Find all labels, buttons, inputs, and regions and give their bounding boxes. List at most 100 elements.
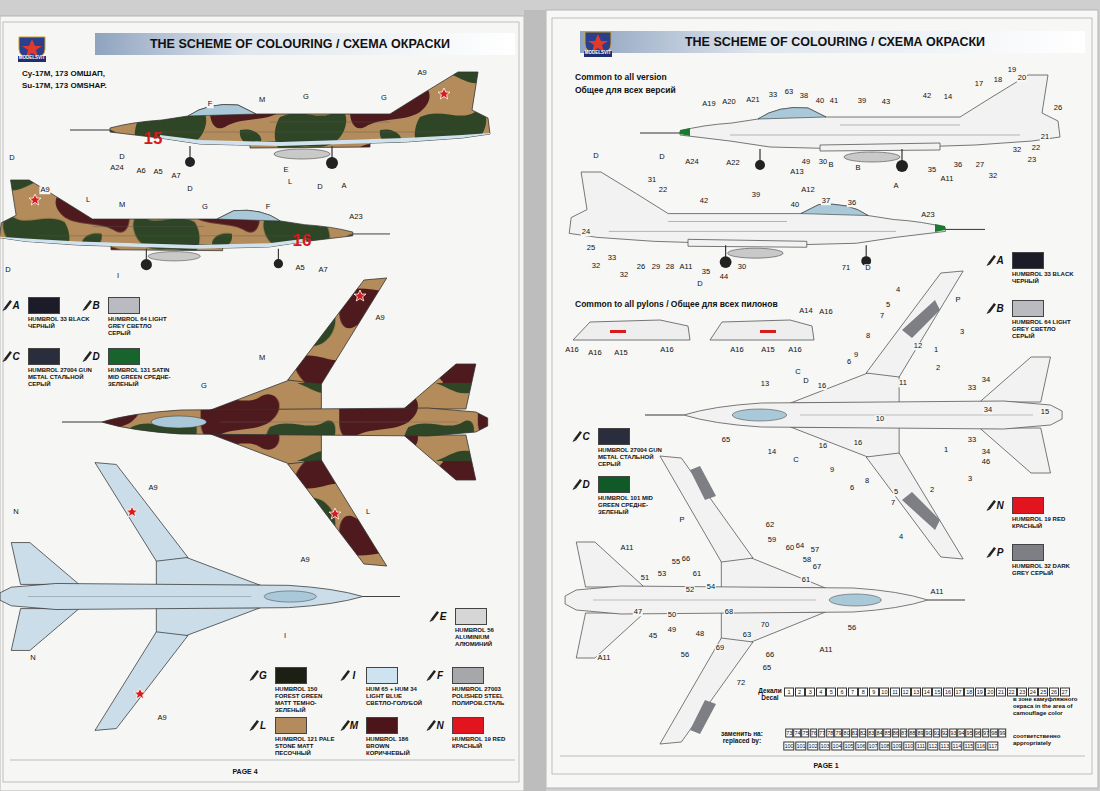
drawing-shape <box>645 409 1033 421</box>
callout-label: 13 <box>760 380 770 388</box>
callout-label: 36 <box>847 199 857 207</box>
drawing-shape <box>987 500 997 511</box>
callout-label: F <box>265 203 272 211</box>
callout-label: 31 <box>647 176 657 184</box>
drawing-shape <box>83 300 93 311</box>
paint-legend-entry: HUMBROL 33 BLACK ЧЕРНЫЙ <box>28 297 92 330</box>
paint-name: HUMBROL 19 RED КРАСНЫЙ <box>1012 516 1076 530</box>
callout-label: D <box>186 185 193 193</box>
decal-number: 84 <box>875 729 883 738</box>
paint-legend-entry: HUMBROL 56 ALUMINIUM АЛЮМИНИЙ <box>455 608 519 648</box>
drawing-shape <box>680 75 1060 151</box>
drawing-shape <box>427 670 437 681</box>
paint-name: HUM 65 + HUM 34 LIGHT BLUE СВЕТЛО-ГОЛУБО… <box>366 686 430 707</box>
callout-label: 36 <box>953 161 963 169</box>
section-caption: Common to all version <box>575 73 667 82</box>
decal-number: 5 <box>826 688 836 697</box>
paint-legend-entry: HUMBROL 33 BLACK ЧЕРНЫЙ <box>1012 252 1076 285</box>
paint-swatch <box>1012 252 1044 269</box>
decal-number: 81 <box>851 729 859 738</box>
paint-swatch <box>598 428 630 445</box>
callout-label: A7 <box>317 266 328 274</box>
drawing-shape <box>95 33 515 55</box>
drawing-shape <box>0 16 524 791</box>
callout-label: A14 <box>798 307 813 315</box>
decal-number: 87 <box>900 729 908 738</box>
page-title: THE SCHEME OF COLOURING / СХЕМА ОКРАСКИ <box>685 36 985 49</box>
drawing-shape <box>341 720 351 731</box>
callout-label: 34 <box>981 376 991 384</box>
decal-number: 88 <box>908 729 916 738</box>
callout-label: 15 <box>1040 408 1050 416</box>
callout-label: 45 <box>648 632 658 640</box>
paint-name: HUMBROL 186 BROWN КОРИЧНЕВЫЙ <box>366 736 430 757</box>
callout-label: L <box>85 196 91 204</box>
decal-number: 19 <box>975 688 985 697</box>
decal-number: 20 <box>985 688 995 697</box>
callout-label: I <box>116 272 120 280</box>
callout-label: D <box>8 154 15 162</box>
drawing-shape <box>610 330 626 333</box>
paint-letter: G <box>259 671 267 681</box>
callout-label: 33 <box>768 91 778 99</box>
paint-swatch <box>452 717 484 734</box>
decal-number: 99 <box>998 729 1006 738</box>
callout-label: 61 <box>801 576 811 584</box>
decal-number: 78 <box>826 729 834 738</box>
drawing-shape <box>573 479 583 490</box>
callout-label: 33 <box>967 384 977 392</box>
decal-number: 111 <box>915 742 926 751</box>
callout-label: 19 <box>1007 66 1017 74</box>
decal-note: в зоне камуфляжного окраса in the area o… <box>1013 696 1087 717</box>
callout-label: N <box>12 508 19 516</box>
decal-number: 9 <box>869 688 879 697</box>
callout-label: 2 <box>929 486 935 494</box>
callout-label: 40 <box>815 97 825 105</box>
callout-label: D <box>592 152 599 160</box>
paint-legend-entry: HUM 65 + HUM 34 LIGHT BLUE СВЕТЛО-ГОЛУБО… <box>366 667 430 707</box>
decal-number: 104 <box>831 742 842 751</box>
callout-label: A <box>340 182 347 190</box>
drawing-shape <box>354 290 366 301</box>
decal-number: 23 <box>1017 688 1027 697</box>
callout-label: 64 <box>795 542 805 550</box>
drawing-shape <box>70 104 450 169</box>
callout-label: 1 <box>943 446 949 454</box>
drawing-shape <box>987 547 997 558</box>
callout-label: A13 <box>789 168 804 176</box>
drawing-shape <box>83 351 93 362</box>
paint-legend-entry: HUMBROL 27003 POLISHED STEEL ПОЛИРОВ.СТА… <box>452 667 516 707</box>
callout-label: A20 <box>721 98 736 106</box>
callout-label: G <box>200 382 208 390</box>
drawing-shape <box>3 351 13 362</box>
page-number: PAGE 4 <box>232 768 257 775</box>
drawing-shape <box>427 720 437 731</box>
paint-letter: B <box>92 301 99 311</box>
callout-label: 42 <box>699 197 709 205</box>
callout-label: 46 <box>981 458 991 466</box>
callout-label: C <box>792 456 799 464</box>
callout-label: A11 <box>819 646 834 654</box>
brand-logo: MODELSVIT <box>585 51 611 56</box>
decal-number: 86 <box>892 729 900 738</box>
paint-swatch <box>108 348 140 365</box>
callout-label: B <box>827 161 834 169</box>
decal-number: 116 <box>975 742 986 751</box>
callout-label: 14 <box>943 93 953 101</box>
callout-label: 35 <box>701 268 711 276</box>
callout-label: 14 <box>767 448 777 456</box>
callout-label: 56 <box>847 624 857 632</box>
decal-number: 89 <box>916 729 924 738</box>
callout-label: 33 <box>967 436 977 444</box>
callout-label: D <box>4 266 11 274</box>
decal-number: 27 <box>1060 688 1070 697</box>
callout-label: 52 <box>685 586 695 594</box>
callout-label: A11 <box>620 544 635 552</box>
paint-legend-entry: HUMBROL 64 LIGHT GREY СВЕТЛО СЕРЫЙ <box>108 297 172 337</box>
callout-label: A21 <box>745 96 760 104</box>
callout-label: 61 <box>692 570 702 578</box>
decal-note: соответственно appropriately <box>1013 733 1087 747</box>
drawing-shape <box>160 133 490 146</box>
decal-number: 11 <box>890 688 900 697</box>
